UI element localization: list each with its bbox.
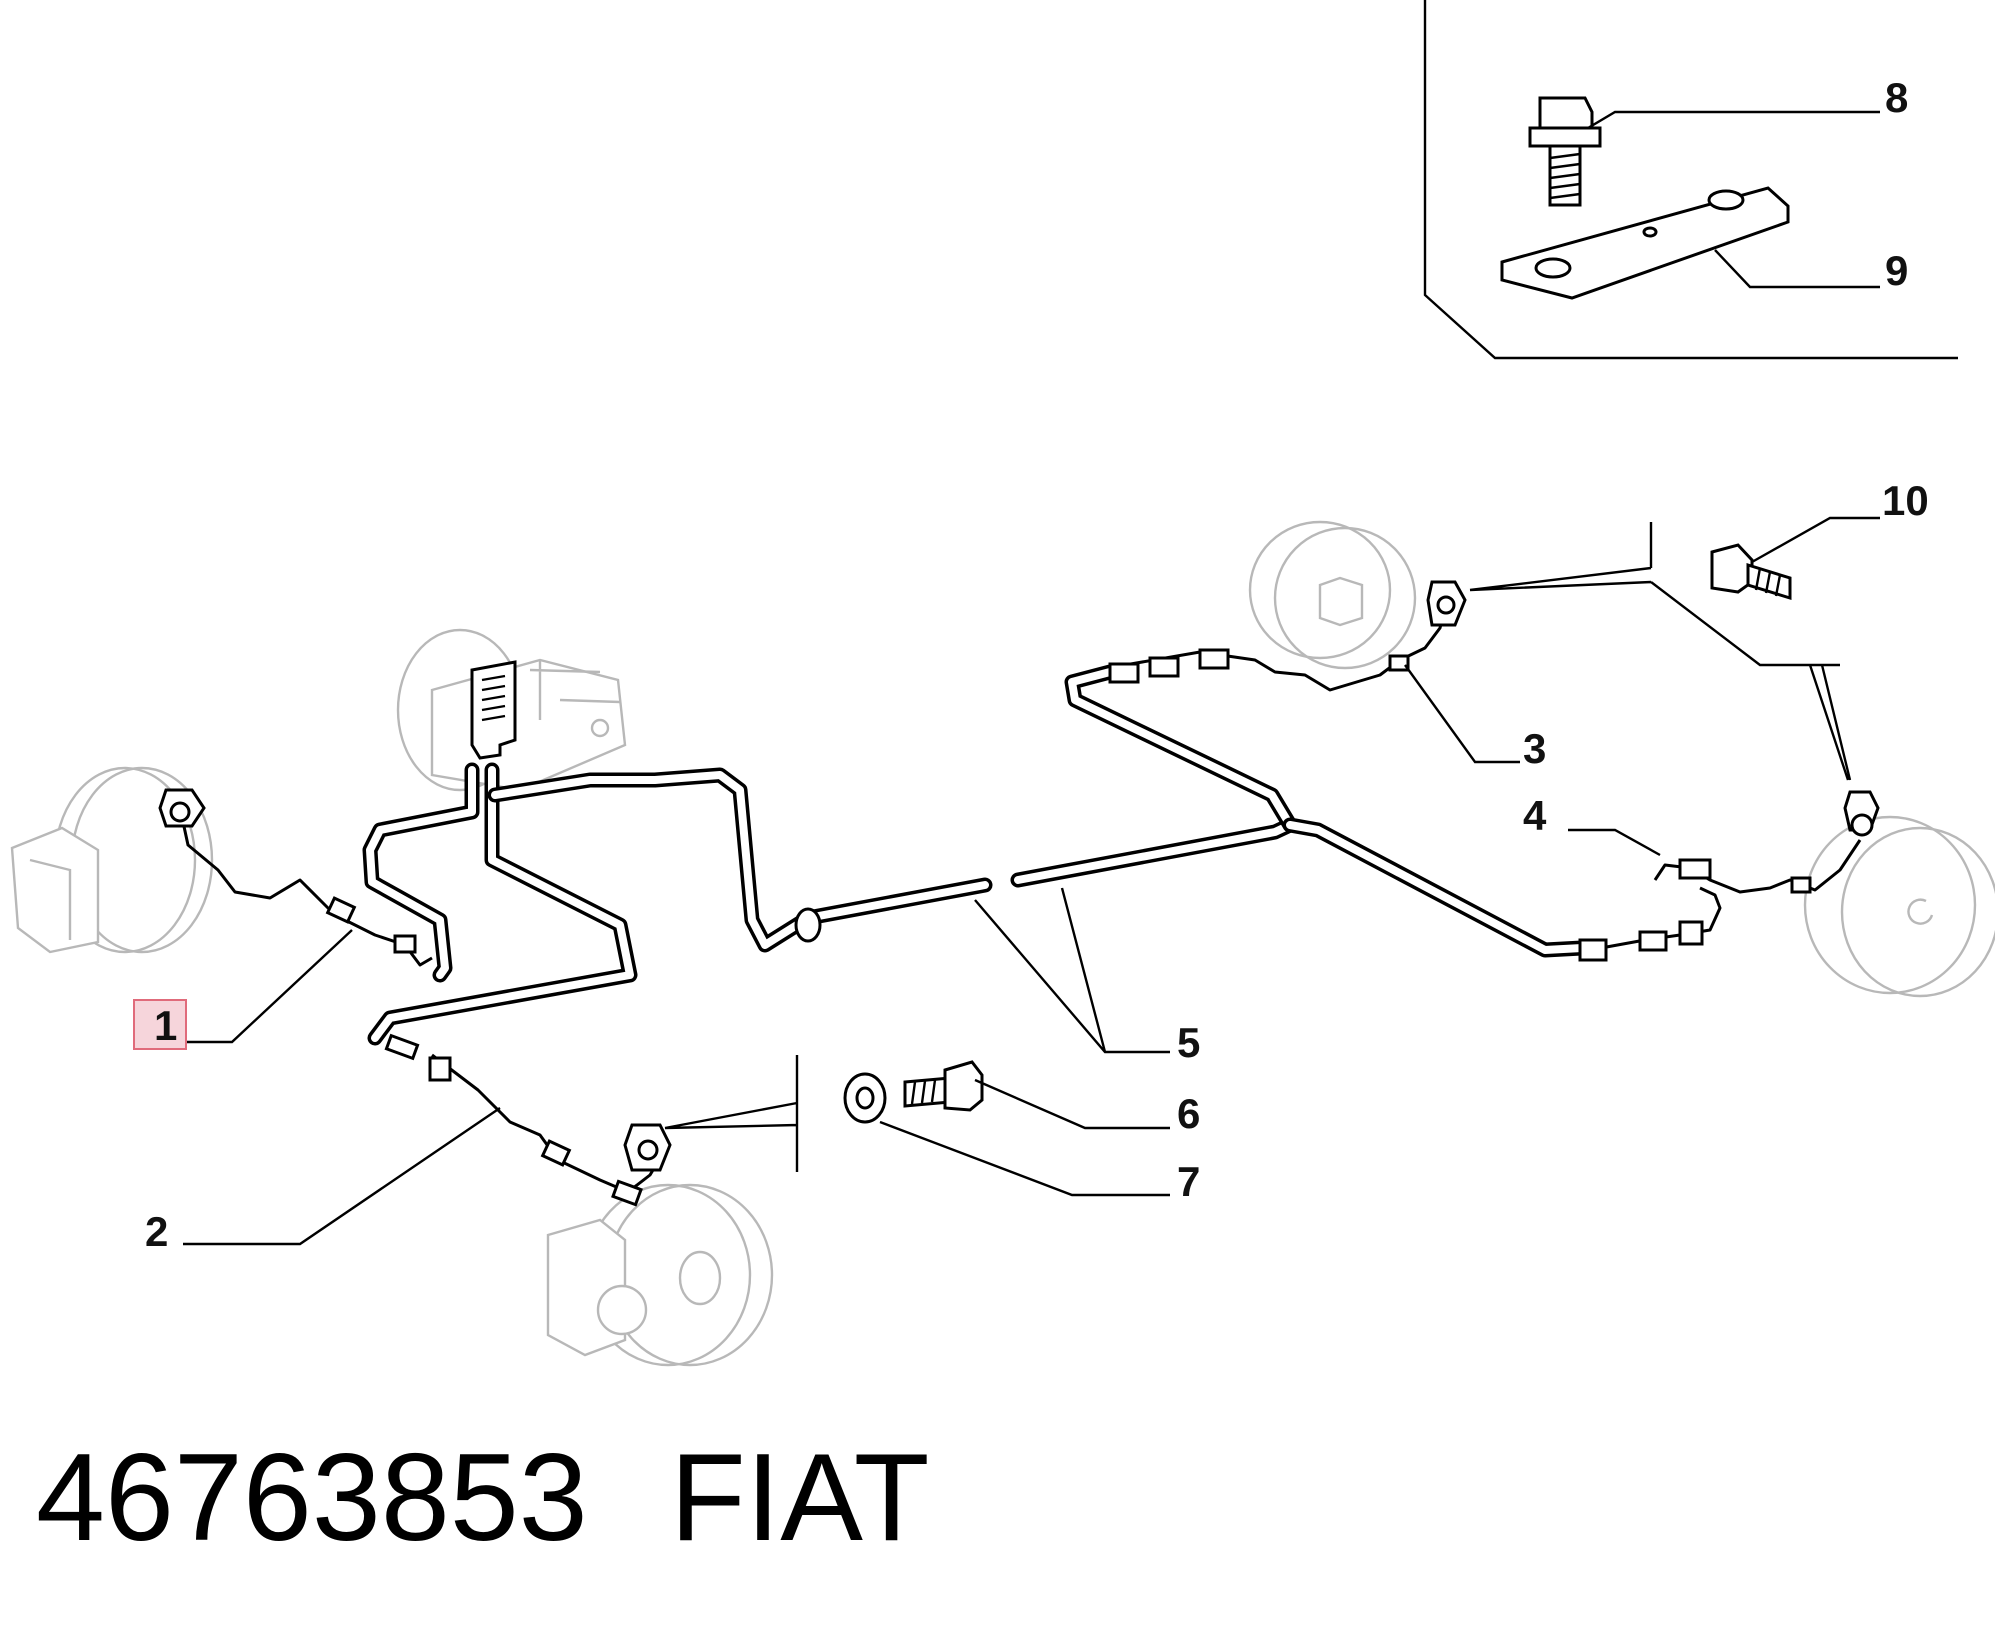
screw-part: [1710, 543, 1792, 601]
callout-5[interactable]: 5: [1177, 1019, 1200, 1066]
leader-4: [1568, 828, 1661, 857]
brake-pipes: [362, 664, 1590, 1046]
leader-7: [879, 1120, 1170, 1197]
leader-2: [183, 1107, 501, 1246]
banjo-bolt-part: [903, 1060, 984, 1112]
bracket-rear: [1469, 522, 1852, 781]
leader-1: [185, 929, 353, 1044]
callout-10[interactable]: 10: [1882, 477, 1929, 524]
flange-bolt-part: [1528, 96, 1602, 207]
sensor-wires: [158, 580, 1880, 1207]
callout-8[interactable]: 8: [1885, 74, 1908, 121]
leader-6: [974, 1078, 1170, 1130]
callout-7[interactable]: 7: [1177, 1158, 1200, 1205]
part-number: 46763853: [36, 1429, 588, 1567]
mounting-plate-part: [1500, 186, 1790, 300]
callout-9[interactable]: 9: [1885, 247, 1908, 294]
callout-6[interactable]: 6: [1177, 1090, 1200, 1137]
leader-lines: [183, 516, 1880, 1246]
leader-9: [1714, 249, 1880, 289]
callout-4[interactable]: 4: [1523, 792, 1547, 839]
callout-3[interactable]: 3: [1523, 725, 1546, 772]
inset-panel: [1423, 0, 1958, 360]
bracket-front: [664, 1055, 799, 1172]
brand-name: FIAT: [670, 1429, 929, 1567]
leader-10: [1751, 516, 1880, 564]
ghost-components: [10, 520, 1995, 1367]
loose-parts: [843, 543, 1792, 1124]
callout-2[interactable]: 2: [145, 1208, 168, 1255]
leader-5: [974, 887, 1170, 1054]
leader-3: [1404, 664, 1520, 764]
sealing-washer-part: [843, 1072, 887, 1124]
callout-1[interactable]: 1: [154, 1002, 177, 1049]
highlighted-callout-box: [133, 999, 187, 1050]
leader-8: [1587, 110, 1880, 130]
